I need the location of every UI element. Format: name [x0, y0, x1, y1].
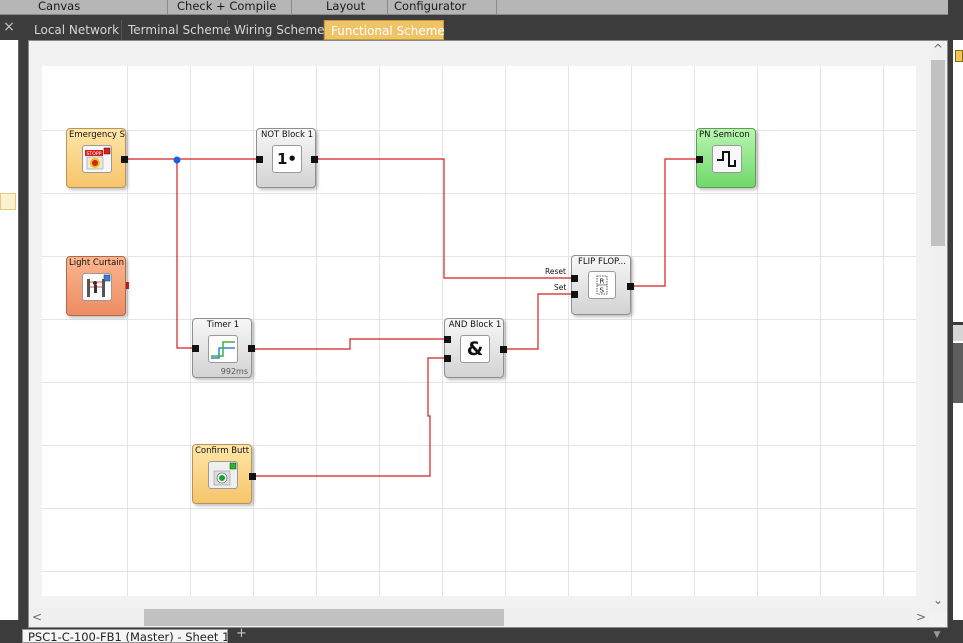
pn-semiconductor-title: PN Semicon: [699, 130, 750, 140]
scroll-left-icon[interactable]: <: [31, 610, 43, 624]
menu-check-compile[interactable]: Check + Compile: [168, 0, 292, 14]
not-block-output-port[interactable]: [311, 156, 318, 163]
right-panel-top: [953, 40, 963, 322]
tab-terminal-scheme[interactable]: Terminal Scheme: [122, 20, 231, 40]
scheme-tabs: Local Network Terminal Scheme Wiring Sch…: [28, 20, 948, 41]
wire-junction-to-timer[interactable]: [176, 159, 194, 349]
vertical-scroll-thumb[interactable]: [931, 60, 945, 246]
left-panel-close-icon[interactable]: ×: [3, 19, 15, 35]
menu-layout[interactable]: Layout: [292, 0, 388, 14]
wire-flipflop-to-pn[interactable]: [634, 158, 697, 287]
emergency-stop-output-port[interactable]: [121, 156, 128, 163]
wire-junction[interactable]: [173, 156, 181, 164]
tab-local-network[interactable]: Local Network: [28, 20, 122, 40]
menu-canvas[interactable]: Canvas: [32, 0, 168, 14]
right-panel-bottom: [953, 325, 963, 620]
light-curtain-block[interactable]: Light Curtain: [66, 256, 126, 316]
tab-wiring-scheme[interactable]: Wiring Scheme: [228, 20, 325, 40]
timer-title: Timer 1: [206, 320, 240, 330]
flip-flop-output-port[interactable]: [627, 283, 634, 290]
flip-flop-set-port[interactable]: [571, 291, 578, 298]
and-block-input-1-port[interactable]: [444, 336, 451, 343]
wire-not-to-reset[interactable]: [318, 158, 573, 279]
and-block-output-port[interactable]: [500, 346, 507, 353]
menu-bar: [0, 0, 963, 15]
right-panel-toolbar: [953, 343, 963, 403]
scroll-right-icon[interactable]: >: [915, 610, 927, 624]
sheet-bar: [18, 628, 948, 640]
not-block-input-port[interactable]: [256, 156, 263, 163]
wire-timer-to-and[interactable]: [255, 338, 446, 350]
flip-flop-block[interactable]: FLIP FLOP... R S: [571, 255, 631, 315]
and-block-title: AND Block 1: [448, 320, 502, 330]
timer-output-port[interactable]: [248, 345, 255, 352]
folder-icon[interactable]: [955, 50, 963, 62]
flip-flop-title: FLIP FLOP...: [578, 257, 626, 267]
emergency-stop-block[interactable]: Emergency S STOPP: [66, 128, 126, 188]
left-panel-content: [0, 40, 19, 620]
not-block-title: NOT Block 1: [260, 130, 314, 140]
emergency-stop-badge: STOPP: [87, 151, 102, 157]
right-panel-header: [953, 325, 963, 341]
rs-flip-flop-r-letter: R: [600, 278, 605, 286]
pn-semiconductor-block[interactable]: PN Semicon: [696, 128, 756, 188]
and-block-input-2-port[interactable]: [444, 355, 451, 362]
confirm-button-block[interactable]: Confirm Butt: [192, 444, 252, 504]
scroll-up-icon[interactable]: ^: [932, 42, 944, 56]
timer-icon: [208, 335, 238, 363]
rs-flip-flop-icon: R S: [588, 271, 616, 299]
confirm-button-icon: [208, 461, 238, 489]
menu-configurator[interactable]: Configurator: [388, 0, 497, 14]
left-panel-selected-item[interactable]: [0, 193, 16, 210]
scroll-down-icon[interactable]: ⌄: [932, 593, 944, 607]
pn-semiconductor-input-port[interactable]: [696, 156, 703, 163]
rs-flip-flop-s-letter: S: [600, 287, 605, 295]
wire-confirm-to-and[interactable]: [256, 357, 446, 477]
emergency-stop-icon: STOPP: [82, 145, 112, 173]
light-curtain-icon: [82, 273, 112, 301]
and-block[interactable]: AND Block 1 &: [444, 318, 504, 378]
flip-flop-reset-label: Reset: [545, 267, 566, 276]
light-curtain-title: Light Curtain: [69, 258, 125, 268]
sheet-list-dropdown-icon[interactable]: ▼: [933, 630, 941, 640]
flip-flop-set-label: Set: [554, 283, 567, 292]
pulse-output-icon: [712, 145, 742, 173]
timer-block[interactable]: Timer 1 992ms: [192, 318, 252, 378]
add-sheet-icon[interactable]: +: [236, 626, 247, 641]
wire-and-to-set[interactable]: [507, 293, 573, 350]
sheet-tab[interactable]: PSC1-C-100-FB1 (Master) - Sheet 1: [22, 629, 228, 643]
not-gate-icon: 1•: [272, 145, 302, 173]
horizontal-scroll-thumb[interactable]: [144, 609, 504, 626]
emergency-stop-title: Emergency S: [69, 130, 125, 140]
flip-flop-reset-port[interactable]: [571, 275, 578, 282]
confirm-button-title: Confirm Butt: [195, 446, 250, 456]
timer-input-port[interactable]: [192, 345, 199, 352]
timer-duration: 992ms: [220, 367, 248, 376]
not-block[interactable]: NOT Block 1 1•: [256, 128, 316, 188]
tab-functional-scheme[interactable]: Functional Scheme: [324, 20, 445, 40]
and-gate-icon: &: [460, 335, 490, 363]
confirm-button-output-port[interactable]: [249, 473, 256, 480]
